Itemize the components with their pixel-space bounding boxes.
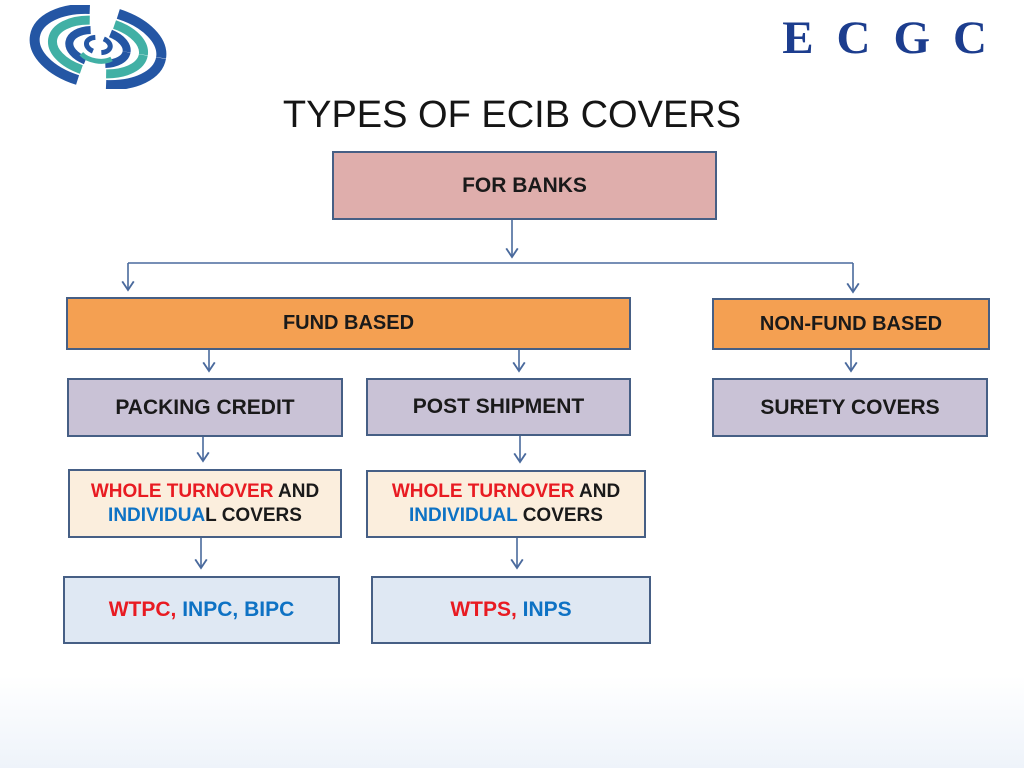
covers-text: COVERS <box>517 505 603 526</box>
packing-cover-types-line2: INDIVIDUAL COVERS <box>108 504 302 528</box>
node-packing-codes: WTPC, INPC, BIPC <box>63 576 340 644</box>
node-surety-covers: SURETY COVERS <box>712 378 988 437</box>
wtpc-text: WTPC, <box>108 598 177 621</box>
node-non-fund-based: NON-FUND BASED <box>712 298 990 350</box>
individual-text: INDIVIDUAL <box>409 505 518 526</box>
individual-text: INDIVIDUA <box>108 504 206 526</box>
node-for-banks-label: FOR BANKS <box>462 173 587 197</box>
node-post-shipment-label: POST SHIPMENT <box>412 395 585 418</box>
node-post-shipment: POST SHIPMENT <box>366 378 631 436</box>
node-surety-covers-label: SURETY COVERS <box>760 395 940 419</box>
whole-turnover-text: WHOLE TURNOVER <box>90 480 274 502</box>
packing-codes-line: WTPC, INPC, BIPC <box>109 598 295 622</box>
covers-text: L COVERS <box>205 504 302 526</box>
node-non-fund-based-label: NON-FUND BASED <box>759 312 943 335</box>
shipment-cover-types-line2: INDIVIDUAL COVERS <box>409 504 603 528</box>
shipment-cover-types-line1: WHOLE TURNOVER AND <box>392 480 620 504</box>
packing-cover-types-line1: WHOLE TURNOVER AND <box>91 480 319 504</box>
node-packing-credit-label: PACKING CREDIT <box>115 395 295 419</box>
node-shipment-cover-types: WHOLE TURNOVER AND INDIVIDUAL COVERS <box>366 470 646 538</box>
node-shipment-codes: WTPS, INPS <box>371 576 651 644</box>
ecgc-logo-icon <box>29 5 167 89</box>
node-packing-credit: PACKING CREDIT <box>67 378 343 437</box>
inps-text: INPS <box>516 598 572 621</box>
inpc-bipc-text: INPC, BIPC <box>176 598 295 621</box>
ecgc-wordmark: ECGC <box>782 12 1010 64</box>
node-fund-based-label: FUND BASED <box>282 312 415 334</box>
and-text: AND <box>273 480 320 502</box>
wtps-text: WTPS, <box>450 598 517 621</box>
whole-turnover-text: WHOLE TURNOVER <box>391 481 575 502</box>
shipment-codes-line: WTPS, INPS <box>450 598 571 622</box>
and-text: AND <box>574 481 621 502</box>
node-fund-based: FUND BASED <box>66 297 631 350</box>
page-title: TYPES OF ECIB COVERS <box>282 94 742 136</box>
node-packing-cover-types: WHOLE TURNOVER AND INDIVIDUAL COVERS <box>68 469 342 538</box>
node-for-banks: FOR BANKS <box>332 151 717 220</box>
